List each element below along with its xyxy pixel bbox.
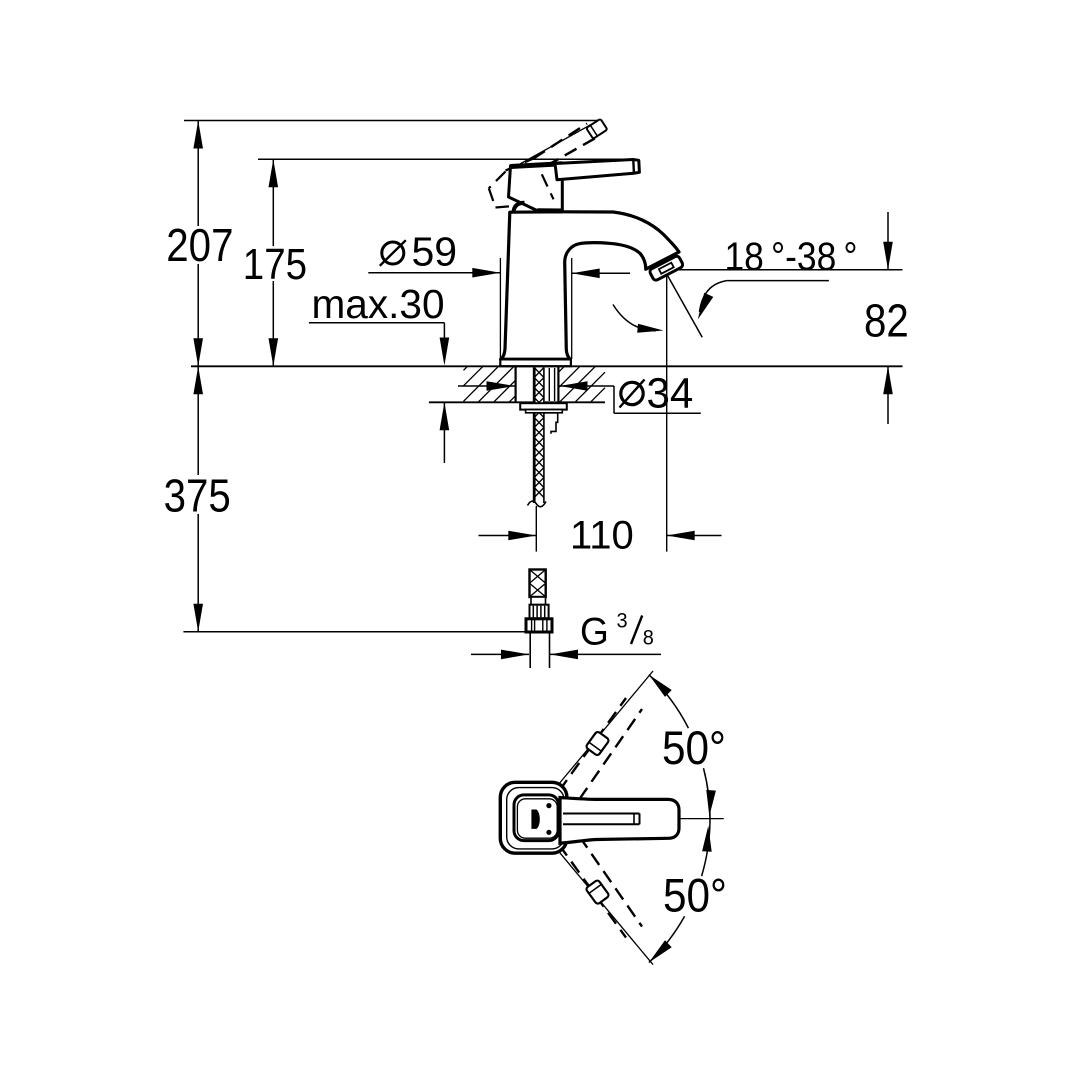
svg-text:8: 8 [643,626,654,650]
svg-text:59: 59 [412,228,458,274]
svg-text:175: 175 [243,240,307,289]
svg-text:max.30: max.30 [312,281,445,327]
svg-text:375: 375 [164,471,231,522]
svg-text:50°: 50° [663,871,727,923]
svg-text:110: 110 [570,513,634,557]
svg-text:50°: 50° [662,723,726,775]
svg-text:3: 3 [617,609,628,633]
svg-text:G: G [580,611,609,654]
svg-text:18 °-38 °: 18 °-38 ° [725,235,858,279]
svg-text:82: 82 [864,296,909,347]
svg-text:207: 207 [166,221,233,272]
svg-text:34: 34 [647,369,694,417]
